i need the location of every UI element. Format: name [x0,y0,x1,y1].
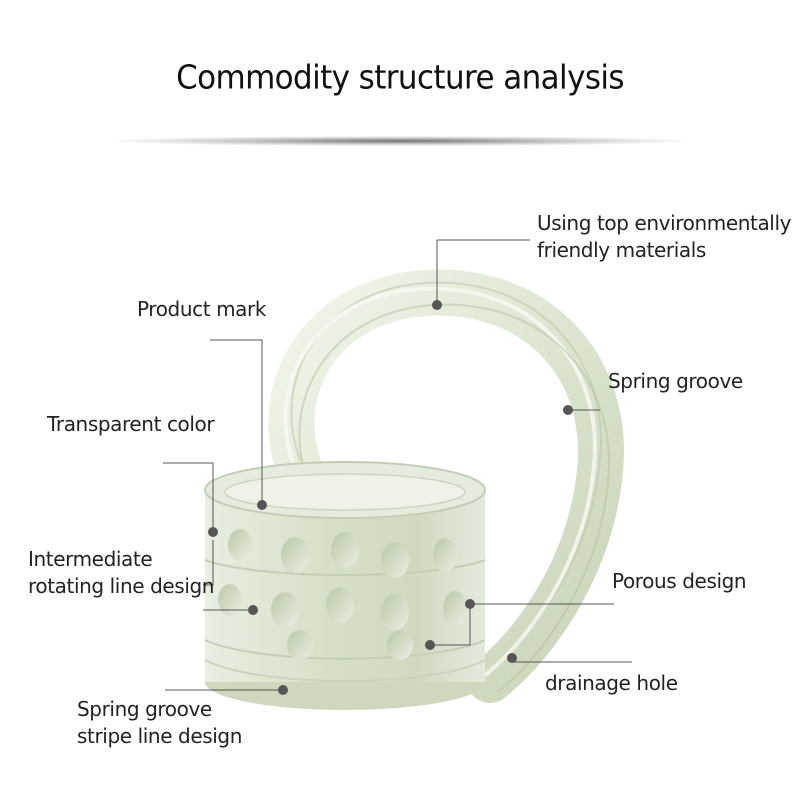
leader-transparent-color [163,462,214,530]
label-spring-groove-stripe: Spring groove stripe line design [77,696,242,750]
leader-porous [430,603,614,646]
title-underline-shadow [110,136,690,146]
label-product-mark: Product mark [137,297,267,321]
label-stripe-line1: Spring groove [77,697,212,721]
callout-dots [208,300,573,695]
label-materials: Using top environmentally friendly mater… [537,210,791,264]
label-porous-design: Porous design [612,569,747,593]
leader-lines [163,239,632,691]
leader-product-mark [210,339,263,505]
label-intermediate: Intermediate rotating line design [28,546,214,600]
label-stripe-line2: stripe line design [77,724,242,748]
leader-intermediate [203,540,214,586]
label-intermediate-line2: rotating line design [28,574,215,598]
label-materials-line1: Using top environmentally [537,211,792,235]
label-transparent-color: Transparent color [47,412,215,436]
page-title: Commodity structure analysis [176,58,624,98]
label-materials-line2: friendly materials [537,238,706,262]
leader-materials [436,239,530,305]
spring-body [204,461,486,710]
spring-ring [268,269,624,703]
label-intermediate-line1: Intermediate [28,547,153,571]
label-spring-groove: Spring groove [608,369,743,393]
label-drainage-hole: drainage hole [545,671,678,695]
